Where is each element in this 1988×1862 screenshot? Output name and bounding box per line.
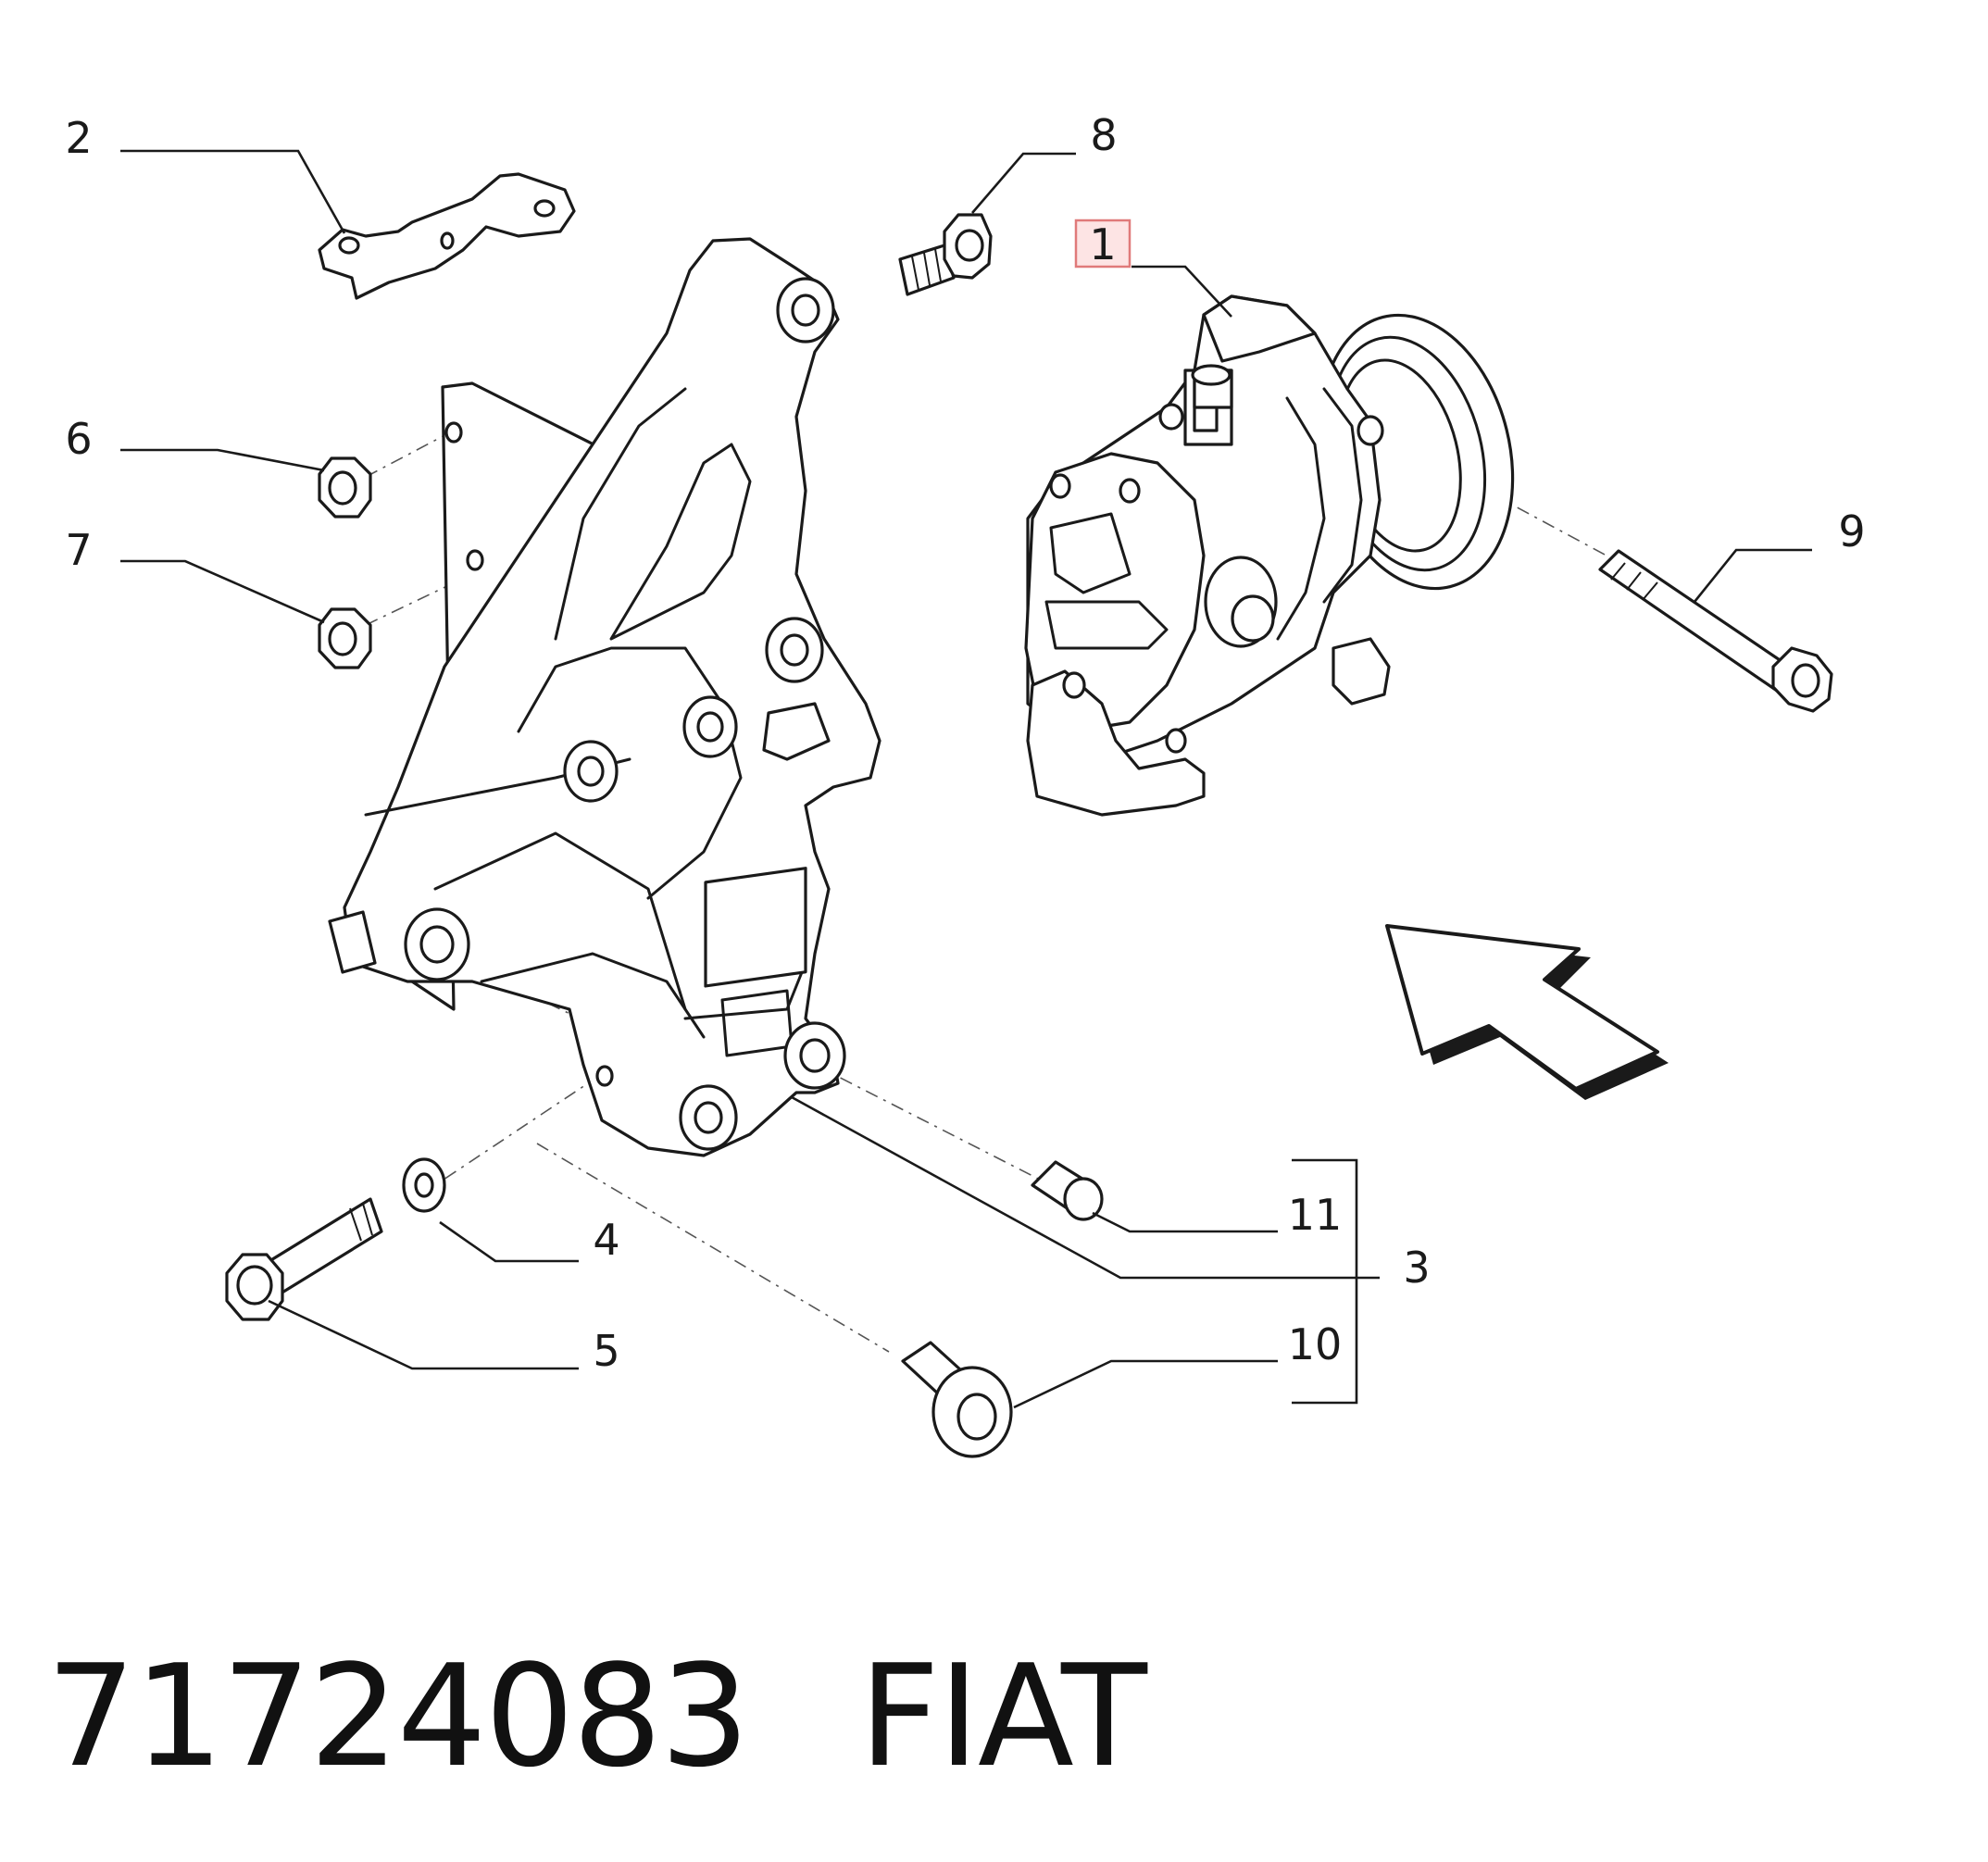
mounting-bracket bbox=[328, 237, 881, 1157]
callout-1-highlight bbox=[1074, 219, 1132, 269]
part-6-nut bbox=[318, 456, 372, 519]
callout-2[interactable]: 2 bbox=[65, 113, 92, 163]
callout-3[interactable]: 3 bbox=[1403, 1243, 1430, 1293]
callout-11[interactable]: 11 bbox=[1288, 1190, 1343, 1240]
part-1-ac-compressor bbox=[1024, 294, 1515, 817]
part-4-washer bbox=[402, 1157, 446, 1213]
part-number: 71724083 bbox=[46, 1634, 750, 1798]
part-10-bush bbox=[901, 1341, 1013, 1458]
part-9-long-bolt bbox=[1598, 549, 1833, 713]
part-7-nut bbox=[318, 607, 372, 669]
leader-lines bbox=[120, 149, 1812, 1409]
part-11-sleeve bbox=[1031, 1160, 1104, 1221]
callout-10[interactable]: 10 bbox=[1288, 1319, 1343, 1369]
part-5-bolt bbox=[225, 1197, 383, 1321]
callout-1[interactable]: 1 bbox=[1089, 219, 1116, 269]
callout-5[interactable]: 5 bbox=[593, 1326, 619, 1376]
callout-7[interactable]: 7 bbox=[65, 525, 92, 575]
callout-6[interactable]: 6 bbox=[65, 414, 92, 464]
callout-4[interactable]: 4 bbox=[593, 1215, 619, 1265]
bracket-bosses bbox=[404, 277, 846, 1151]
brand-name: FIAT bbox=[858, 1634, 1147, 1798]
footer-caption: 71724083 FIAT bbox=[46, 1634, 1147, 1798]
direction-arrow-icon bbox=[1385, 924, 1669, 1100]
callout-labels: 1 2 3 4 5 6 7 8 9 10 11 bbox=[65, 110, 1865, 1376]
callout-8[interactable]: 8 bbox=[1090, 110, 1117, 160]
part-8-bolt bbox=[898, 213, 993, 296]
part-2-small-bracket bbox=[318, 172, 576, 300]
callout-9[interactable]: 9 bbox=[1838, 506, 1865, 556]
